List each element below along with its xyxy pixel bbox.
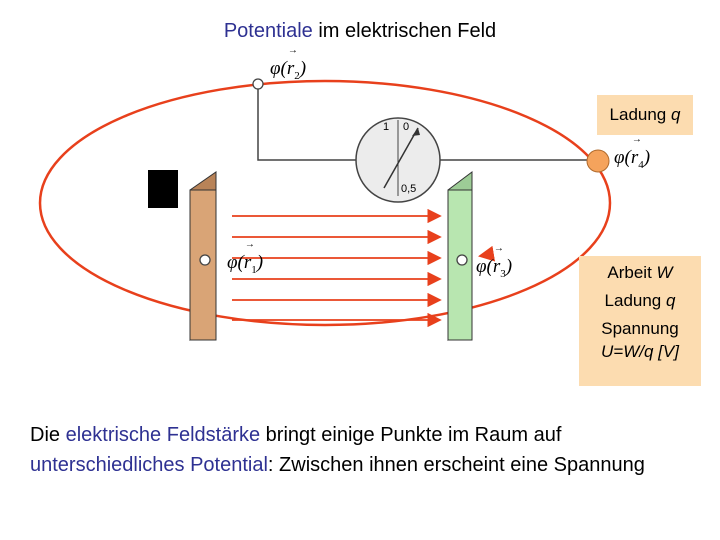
voltage-formula: U=W/q [V]	[601, 341, 679, 361]
paren-close: )	[256, 252, 264, 273]
desc-part: bringt einige Punkte im Raum auf	[260, 424, 562, 446]
vector-r: r	[631, 134, 643, 169]
paren-close: )	[299, 58, 307, 79]
meter-wire-left	[257, 84, 356, 161]
paren-close: )	[505, 256, 513, 277]
work-var: W	[656, 263, 673, 282]
charge-var: q	[671, 105, 681, 124]
phi-symbol: φ(	[476, 256, 493, 277]
info-line-charge: Ladung q	[579, 290, 701, 313]
charge-label-box: Ladung q	[597, 95, 693, 135]
charge-direction-arrow	[478, 245, 496, 262]
paren-close: )	[643, 147, 651, 168]
desc-part: Die	[30, 424, 66, 446]
charge-label: Ladung	[604, 290, 662, 310]
subscript: 4	[638, 158, 644, 171]
phi-symbol: φ(	[227, 252, 244, 273]
title-rest: im elektrischen Feld	[312, 20, 497, 42]
desc-part: : Zwischen ihnen erscheint eine Spannung	[267, 454, 645, 476]
meter-needle	[383, 127, 419, 189]
label-phi-r2: φ(r2)	[270, 45, 307, 82]
subscript: 1	[251, 263, 257, 276]
meter-scale-left: 1	[383, 121, 390, 133]
point-r1	[199, 254, 211, 266]
voltage-label: Spannung	[601, 318, 679, 338]
work-label: Arbeit	[607, 263, 652, 282]
description-text: Die elektrische Feldstärke bringt einige…	[30, 420, 690, 480]
vector-r: r	[244, 239, 256, 274]
phi-symbol: φ(	[270, 58, 287, 79]
info-box: Arbeit W Ladung q Spannung U=W/q [V]	[579, 256, 701, 386]
title-accent: Potentiale	[223, 20, 313, 42]
charge-path-ellipse	[38, 79, 612, 327]
charge-var: q	[666, 290, 676, 310]
desc-highlight-potential: unterschiedliches Potential	[30, 454, 268, 476]
charge-label: Ladung	[609, 105, 667, 124]
phi-symbol: φ(	[614, 147, 631, 168]
vector-r: r	[287, 45, 299, 80]
info-line-voltage: Spannung	[579, 318, 701, 341]
vector-r: r	[493, 243, 505, 278]
label-phi-r1: φ(r1)	[227, 239, 264, 276]
charge-ball	[586, 149, 610, 173]
point-r3	[456, 254, 468, 266]
subscript: 3	[500, 267, 506, 280]
black-block	[148, 170, 178, 208]
page-title: Potentiale im elektrischen Feld	[0, 20, 720, 43]
info-line-formula: U=W/q [V]	[579, 341, 701, 364]
label-phi-r3: φ(r3)	[476, 243, 513, 280]
meter-scale-right: 0	[403, 121, 410, 133]
needle-tip	[412, 128, 420, 136]
label-phi-r4: φ(r4)	[614, 134, 651, 171]
info-line-work: Arbeit W	[579, 262, 701, 285]
point-r2	[252, 78, 264, 90]
desc-highlight-field: elektrische Feldstärke	[65, 424, 261, 446]
subscript: 2	[294, 69, 300, 82]
field-lines	[232, 208, 442, 328]
meter-scale-bottom: 0,5	[401, 183, 417, 195]
